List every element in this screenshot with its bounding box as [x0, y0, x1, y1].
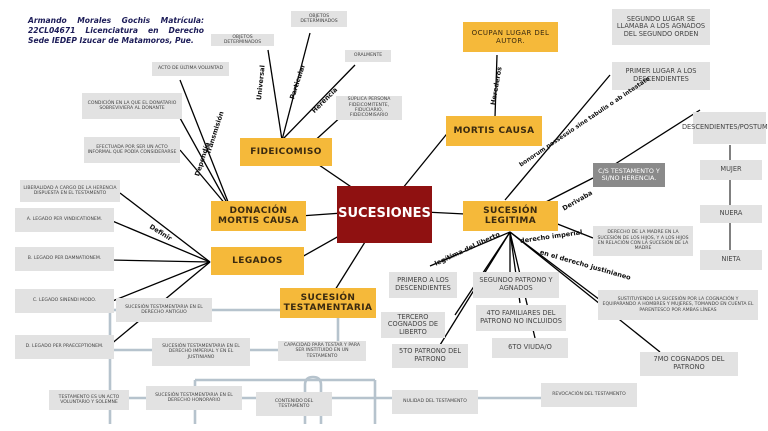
- box-derecho-imperial: SUCESIÓN TESTAMENTARIA EN EL DERECHO IMP…: [152, 338, 250, 366]
- node-legados: LEGADOS: [211, 247, 304, 275]
- box-nulidad-testamento: NULIDAD DEL TESTAMENTO: [392, 390, 478, 414]
- node-mortis-causa: MORTIS CAUSA: [446, 116, 542, 146]
- box-revocacion-testamento: REVOCACIÓN DEL TESTAMENTO: [541, 383, 637, 407]
- box-oralmente: ORALMENTE: [345, 50, 391, 62]
- box-septimo-cognados: 7MO COGNADOS DEL PATRONO: [640, 352, 738, 376]
- box-nieta: NIETA: [700, 250, 762, 270]
- box-testamento-acto: TESTAMENTO ES UN ACTO VOLUNTARIO Y SOLEM…: [49, 390, 129, 410]
- box-efectuada-acto-informal: EFECTUADA POR SER UN ACTO INFORMAL QUE P…: [84, 137, 180, 163]
- box-cs-testamento: C/S TESTAMENTO Y SI/NO HERENCIA.: [593, 163, 665, 187]
- node-sucesion-testamentaria: SUCESIÓN TESTAMENTARIA: [280, 288, 376, 318]
- node-donacion-mortis-causa: DONACIÓN MORTIS CAUSA: [211, 201, 306, 231]
- box-derecho-madre: DERECHO DE LA MADRE EN LA SUCESIÓN DE LO…: [593, 226, 693, 256]
- box-sustituyendo-cognacion: SUSTITUYENDO LA SUCESIÓN POR LA COGNACIÓ…: [598, 290, 758, 320]
- box-objetos-determinados-top: OBJETOS DETERMINADOS: [291, 11, 347, 27]
- box-condicion-donatario: CONDICIÓN EN LA QUE EL DONATARIO SOBREVI…: [82, 93, 182, 119]
- box-sexto-viuda: 6TO VIUDA/O: [492, 338, 568, 358]
- box-derecho-honorario: SUCESIÓN TESTAMENTARIA EN EL DERECHO HON…: [146, 386, 242, 410]
- box-legado-vindicationem: A. LEGADO PER VINDICATIONEM.: [15, 208, 114, 232]
- box-mujer: MUJER: [700, 160, 762, 180]
- box-contenido-testamento: CONTENIDO DEL TESTAMENTO: [256, 392, 332, 416]
- box-objetos-determinados: OBJETOS DETERMINADOS: [211, 34, 274, 46]
- box-primero-descendientes: PRIMERO A LOS DESCENDIENTES: [389, 272, 457, 298]
- box-derecho-antiguo: SUCESIÓN TESTAMENTARIA EN EL DERECHO ANT…: [116, 298, 212, 322]
- central-node-sucesiones: SUCESIONES: [337, 186, 432, 243]
- box-primer-lugar-descendientes: PRIMER LUGAR A LOS DESCENDIENTES: [612, 62, 710, 90]
- box-nuera: NUERA: [700, 205, 762, 223]
- box-legado-praeceptionem: D. LEGADO PER PRAECEPTIONEM.: [15, 335, 114, 359]
- node-ocupan-lugar: OCUPAN LUGAR DEL AUTOR.: [463, 22, 558, 52]
- box-legado-sinendi: C. LEGADO SINENDI MODO.: [15, 289, 114, 313]
- node-sucesion-legitima: SUCESIÓN LEGITIMA: [463, 201, 558, 231]
- box-liberalidad: LIBERALIDAD A CARGO DE LA HERENCIA DISPU…: [20, 180, 120, 202]
- box-tercero-cognados: TERCERO COGNADOS DE LIBERTO: [381, 312, 445, 338]
- box-quinto-patrono: 5TO PATRONO DEL PATRONO: [392, 344, 468, 368]
- box-legado-damnationem: B. LEGADO PER DAMNATIONEM.: [15, 247, 114, 271]
- box-segundo-lugar-agnados: SEGUNDO LUGAR SE LLAMABA A LOS AGNADOS D…: [612, 9, 710, 45]
- box-capacidad-testar: CAPACIDAD PARA TESTAR Y PARA SER INSTITU…: [278, 341, 366, 361]
- box-cuarto-familiares: 4TO FAMILIARES DEL PATRONO NO INCLUIDOS: [476, 305, 566, 331]
- box-descendientes-postumos: DESCENDIENTES/POSTUMOS: [682, 112, 768, 144]
- box-suplica: SÚPLICA PERSONA FIDEICOMITENTE, FIDUCIAR…: [336, 96, 402, 120]
- box-segundo-patrono: SEGUNDO PATRONO Y AGNADOS: [473, 272, 559, 298]
- box-acto-ultima-voluntad: ACTO DE ÚLTIMA VOLUNTAD: [152, 62, 229, 76]
- author-info: Armando Morales Gochis Matrícula: 22CL04…: [28, 16, 204, 46]
- node-fideicomiso: FIDEICOMISO: [240, 138, 332, 166]
